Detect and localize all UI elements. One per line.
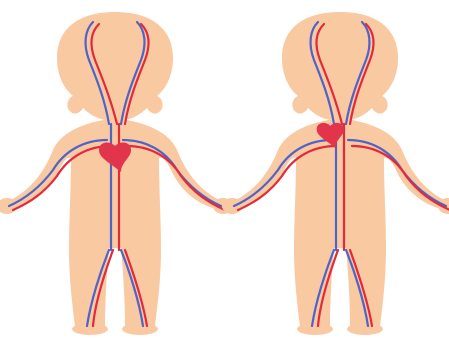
front-figure [0, 12, 233, 335]
back-figure [222, 12, 449, 335]
